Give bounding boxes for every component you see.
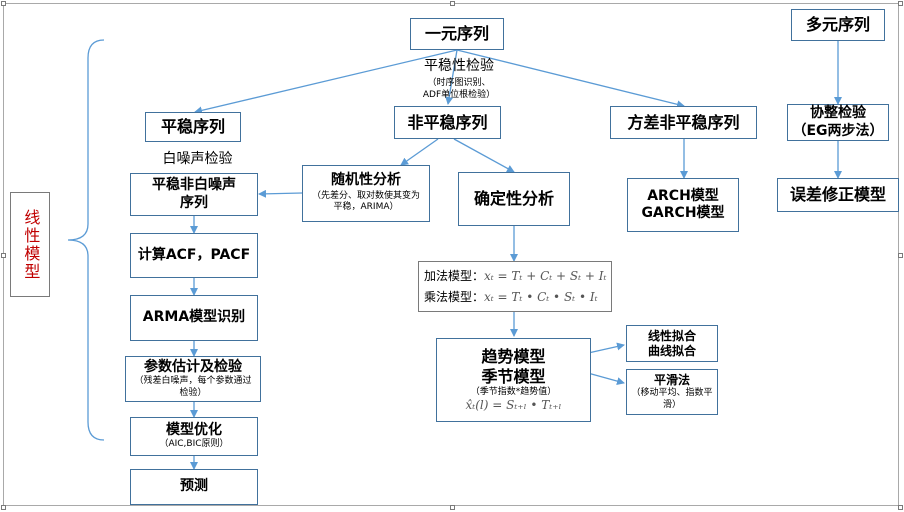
param-est-node: 参数估计及检验 （残差白噪声，每个参数通过检验） [125, 356, 261, 402]
stationarity-test-sub2: ADF单位根检验） [422, 90, 496, 100]
nonstationary-label: 非平稳序列 [407, 112, 488, 132]
resize-handle[interactable] [1, 253, 6, 258]
forecast-node: 预测 [130, 469, 258, 505]
fit-line2: 曲线拟合 [647, 343, 696, 358]
resize-handle[interactable] [1, 1, 6, 6]
univariate-node: 一元序列 [410, 18, 504, 50]
trend-season-formula: x̂ₜ(l) = Sₜ₊ₗ • Tₜ₊ₗ [465, 398, 562, 413]
multivariate-node: 多元序列 [791, 9, 885, 41]
acf-node: 计算ACF，PACF [130, 233, 258, 278]
resize-handle[interactable] [898, 505, 903, 510]
arrow-random-nonwhite [258, 189, 303, 198]
random-analysis-title: 随机性分析 [331, 172, 401, 189]
cointegration-sub: （EG两步法） [792, 122, 884, 139]
stationarity-test-sub1: （时序图识别、 [427, 78, 491, 88]
arrow-nonstationary-deterministic [453, 138, 515, 173]
stationary-label: 平稳序列 [160, 117, 225, 136]
season-title: 季节模型 [481, 366, 546, 386]
trend-season-node: 趋势模型 季节模型 （季节指数*趋势值） x̂ₜ(l) = Sₜ₊ₗ • Tₜ₊… [436, 338, 591, 422]
random-analysis-node: 随机性分析 （先差分、取对数使其变为平稳，ARIMA） [302, 165, 430, 222]
param-est-sub: （残差白噪声，每个参数通过检验） [134, 376, 252, 398]
cointegration-node: 协整检验 （EG两步法） [787, 104, 889, 141]
deterministic-analysis-node: 确定性分析 [458, 172, 570, 226]
linear-model-brace [67, 39, 105, 441]
optimize-node: 模型优化 （AIC,BIC原则） [130, 417, 258, 456]
forecast-label: 预测 [180, 478, 208, 495]
smooth-sub: （移动平均、指数平滑） [631, 387, 713, 410]
nonstationary-node: 非平稳序列 [394, 106, 501, 139]
random-analysis-sub: （先差分、取对数使其变为平稳，ARIMA） [311, 190, 420, 213]
variance-nonstationary-label: 方差非平稳序列 [627, 112, 740, 132]
arrow-nonstationary-random [400, 138, 439, 166]
stationarity-test-label: 平稳性检验 [424, 58, 494, 74]
additive-formula: xₜ = Tₜ + Cₜ + Sₜ + Iₜ [484, 269, 607, 284]
resize-handle[interactable] [898, 253, 903, 258]
ecm-node: 误差修正模型 [777, 178, 899, 212]
param-est-title: 参数估计及检验 [144, 358, 242, 375]
resize-handle[interactable] [450, 1, 455, 6]
stationary-node: 平稳序列 [145, 112, 241, 142]
multiplicative-formula: xₜ = Tₜ • Cₜ • Sₜ • Iₜ [484, 289, 598, 304]
stationary-nonwhite-node: 平稳非白噪声 序列 [130, 173, 258, 216]
arma-label: ARMA模型识别 [142, 309, 246, 326]
smooth-node: 平滑法 （移动平均、指数平滑） [626, 369, 718, 415]
variance-nonstationary-node: 方差非平稳序列 [610, 106, 757, 139]
univariate-label: 一元序列 [424, 24, 489, 43]
arch-node: ARCH模型 GARCH模型 [627, 178, 739, 232]
fit-node: 线性拟合 曲线拟合 [626, 325, 718, 362]
arch-line1: ARCH模型 [647, 187, 719, 204]
smooth-title: 平滑法 [653, 372, 690, 387]
resize-handle[interactable] [450, 505, 455, 510]
trend-title: 趋势模型 [481, 346, 546, 366]
acf-label: 计算ACF，PACF [137, 246, 251, 263]
arrow-univariate-nonstationary [445, 49, 458, 105]
additive-label: 加法模型： [424, 269, 485, 284]
linear-model-label: 线性模型 [21, 208, 41, 281]
ecm-label: 误差修正模型 [789, 185, 886, 204]
arrow-univariate-stationary [194, 49, 458, 115]
optimize-sub: （AIC,BIC原则） [159, 439, 229, 450]
multivariate-label: 多元序列 [805, 15, 870, 34]
white-noise-test-label: 白噪声检验 [162, 151, 233, 167]
stationary-nonwhite-line1: 平稳非白噪声 [152, 177, 236, 193]
arma-node: ARMA模型识别 [130, 295, 258, 341]
multiplicative-label: 乘法模型： [424, 289, 485, 304]
resize-handle[interactable] [1, 505, 6, 510]
stationary-nonwhite-line2: 序列 [180, 194, 208, 211]
multiplicative-row: 乘法模型：xₜ = Tₜ • Cₜ • Sₜ • Iₜ [424, 287, 598, 307]
resize-handle[interactable] [898, 1, 903, 6]
deterministic-analysis-label: 确定性分析 [473, 189, 554, 208]
cointegration-title: 协整检验 [810, 105, 866, 121]
linear-model-box: 线性模型 [10, 192, 50, 297]
additive-row: 加法模型：xₜ = Tₜ + Cₜ + Sₜ + Iₜ [424, 266, 606, 286]
arrow-univariate-variance [456, 49, 685, 109]
arch-line2: GARCH模型 [641, 205, 725, 221]
fit-line1: 线性拟合 [647, 328, 696, 343]
models-node: 加法模型：xₜ = Tₜ + Cₜ + Sₜ + Iₜ 乘法模型：xₜ = Tₜ… [418, 261, 612, 312]
trend-season-sub: （季节指数*趋势值） [470, 386, 557, 397]
optimize-title: 模型优化 [166, 421, 222, 438]
